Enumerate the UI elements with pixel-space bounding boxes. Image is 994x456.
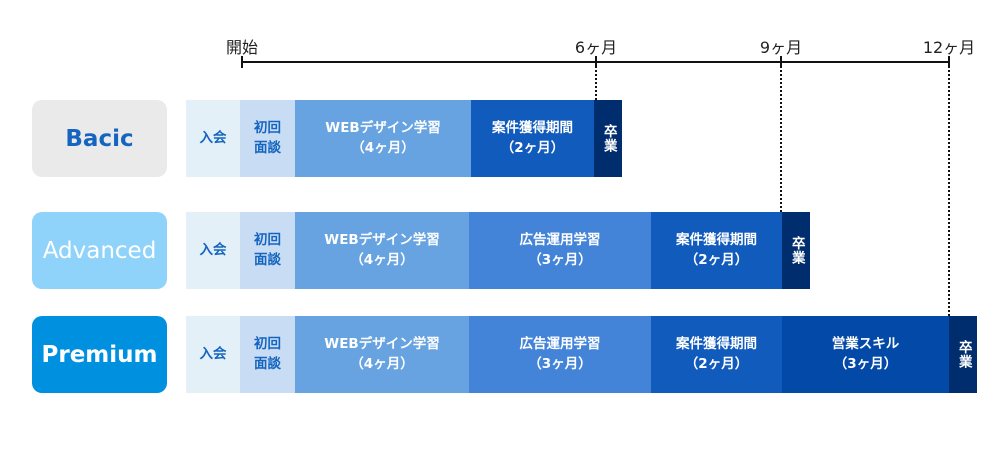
segment-sublabel: （4ヶ月） [351, 139, 415, 156]
segment-sublabel: （4ヶ月） [350, 355, 414, 372]
segment-label: 入会 [199, 345, 227, 362]
segment-label: 初回 [254, 231, 281, 248]
segment-sublabel: 面談 [254, 355, 281, 372]
segment-label: 入会 [199, 129, 227, 146]
segment-jobs: 案件獲得期間 （2ヶ月） [651, 316, 782, 393]
segment-label: 案件獲得期間 [676, 231, 757, 248]
segment-sublabel: （2ヶ月） [684, 251, 749, 268]
tick-9 [780, 56, 782, 68]
segment-jobs: 案件獲得期間 （2ヶ月） [471, 100, 594, 177]
segment-graduate: 卒業 [782, 212, 810, 289]
segment-label: 卒業 [955, 340, 972, 369]
segment-entry: 入会 [186, 316, 240, 393]
segment-label: 広告運用学習 [519, 231, 601, 248]
segment-label: WEBデザイン学習 [325, 119, 441, 136]
segment-sublabel: （3ヶ月） [528, 251, 592, 268]
segment-web: WEBデザイン学習 （4ヶ月） [295, 316, 469, 393]
segment-ads: 広告運用学習 （3ヶ月） [469, 316, 651, 393]
segment-web: WEBデザイン学習 （4ヶ月） [295, 212, 469, 289]
segment-label: WEBデザイン学習 [324, 335, 440, 352]
segment-label: 初回 [254, 335, 281, 352]
tick-6 [595, 56, 597, 68]
guide-12 [948, 63, 950, 316]
segment-graduate: 卒業 [949, 316, 977, 393]
tick-label-9: 9ヶ月 [759, 38, 803, 57]
segment-entry: 入会 [186, 100, 240, 177]
segment-label: 入会 [199, 241, 227, 258]
segment-label: 営業スキル [831, 335, 900, 352]
segment-interview: 初回面談 [240, 100, 295, 177]
segment-jobs: 案件獲得期間 （2ヶ月） [651, 212, 782, 289]
guide-6 [595, 63, 597, 100]
segment-graduate: 卒業 [594, 100, 622, 177]
plan-label-advanced: Advanced [32, 212, 167, 289]
segment-web: WEBデザイン学習 （4ヶ月） [295, 100, 471, 177]
segment-sublabel: （4ヶ月） [350, 251, 414, 268]
plan-label-basic: Bacic [32, 100, 167, 177]
segment-sublabel: （3ヶ月） [833, 355, 898, 372]
segment-sublabel: （2ヶ月） [684, 355, 749, 372]
segment-sales: 営業スキル （3ヶ月） [782, 316, 949, 393]
segment-sublabel: 面談 [254, 251, 281, 268]
tick-label-6: 6ヶ月 [574, 38, 618, 57]
segment-label: WEBデザイン学習 [324, 231, 440, 248]
segment-interview: 初回面談 [240, 212, 295, 289]
segment-label: 案件獲得期間 [492, 119, 573, 136]
segment-sublabel: （3ヶ月） [528, 355, 592, 372]
plan-label-premium: Premium [32, 316, 167, 393]
segment-label: 卒業 [788, 236, 805, 265]
guide-9 [780, 63, 782, 212]
segment-ads: 広告運用学習 （3ヶ月） [469, 212, 651, 289]
segment-interview: 初回面談 [240, 316, 295, 393]
segment-label: 卒業 [600, 124, 617, 153]
tick-start [241, 56, 243, 68]
segment-label: 案件獲得期間 [676, 335, 757, 352]
segment-label: 広告運用学習 [519, 335, 601, 352]
tick-label-12: 12ヶ月 [922, 38, 976, 57]
tick-12 [948, 56, 950, 68]
tick-label-start: 開始 [225, 38, 259, 57]
segment-entry: 入会 [186, 212, 240, 289]
segment-sublabel: 面談 [254, 139, 281, 156]
segment-sublabel: （2ヶ月） [500, 139, 565, 156]
segment-label: 初回 [254, 119, 281, 136]
